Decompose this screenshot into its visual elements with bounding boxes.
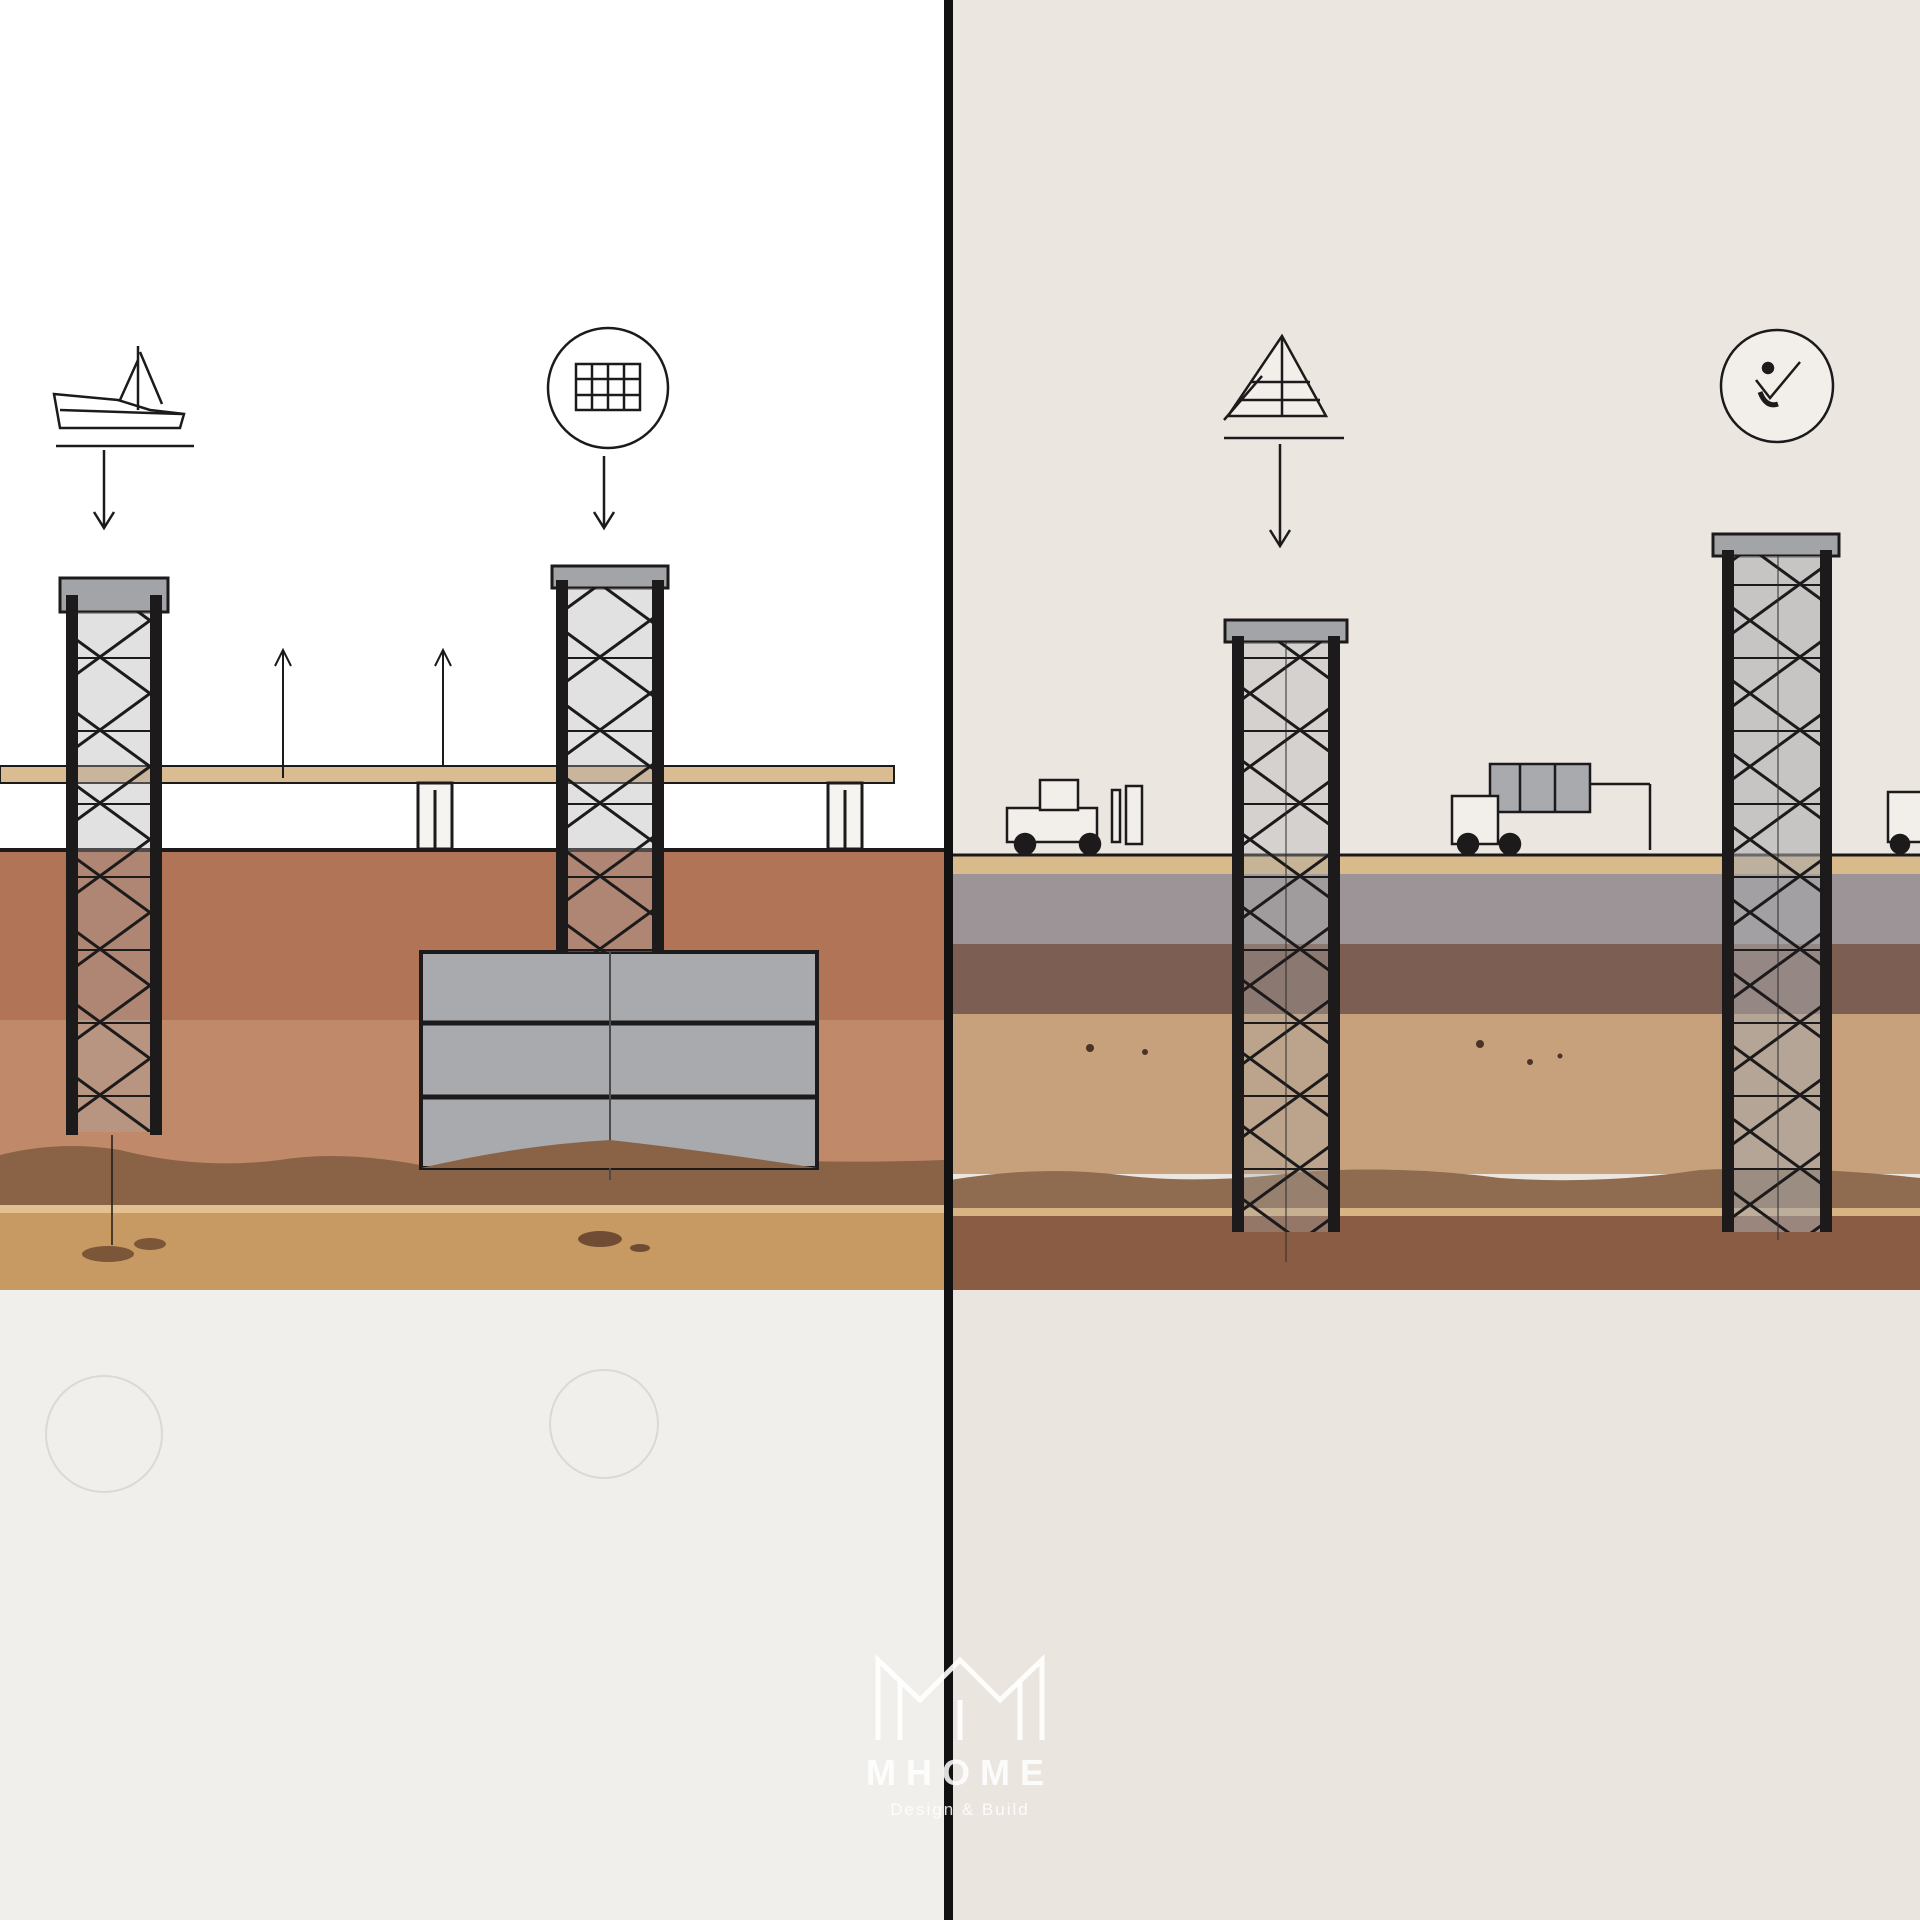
right-pile-tower-1 [1223, 618, 1349, 1262]
forklift-icon [1005, 778, 1144, 856]
left-elevated-deck [0, 765, 895, 851]
forklift-edge-icon [1886, 790, 1920, 855]
mhome-logo-mark [875, 1654, 1045, 1740]
left-pile-tower-1 [58, 576, 170, 1245]
watermark-brand: MHOME [866, 1752, 1054, 1793]
watermark-tagline: Design & Build [890, 1800, 1030, 1819]
panel-divider [944, 0, 953, 1920]
sailboat-icon [52, 346, 194, 531]
left-pile-tower-2 [550, 564, 670, 952]
pyramid-tent-icon [1223, 333, 1344, 549]
dump-truck-icon [1450, 762, 1652, 856]
shovel-check-icon [1719, 328, 1835, 444]
left-lower-background [0, 1290, 944, 1920]
faded-ghost-icons [45, 1369, 659, 1493]
right-lower-background [950, 1290, 1920, 1920]
concrete-raft-block [419, 950, 819, 1180]
upward-load-arrows [274, 647, 452, 778]
solar-grid-icon [546, 326, 670, 531]
right-pile-tower-2 [1711, 532, 1841, 1240]
